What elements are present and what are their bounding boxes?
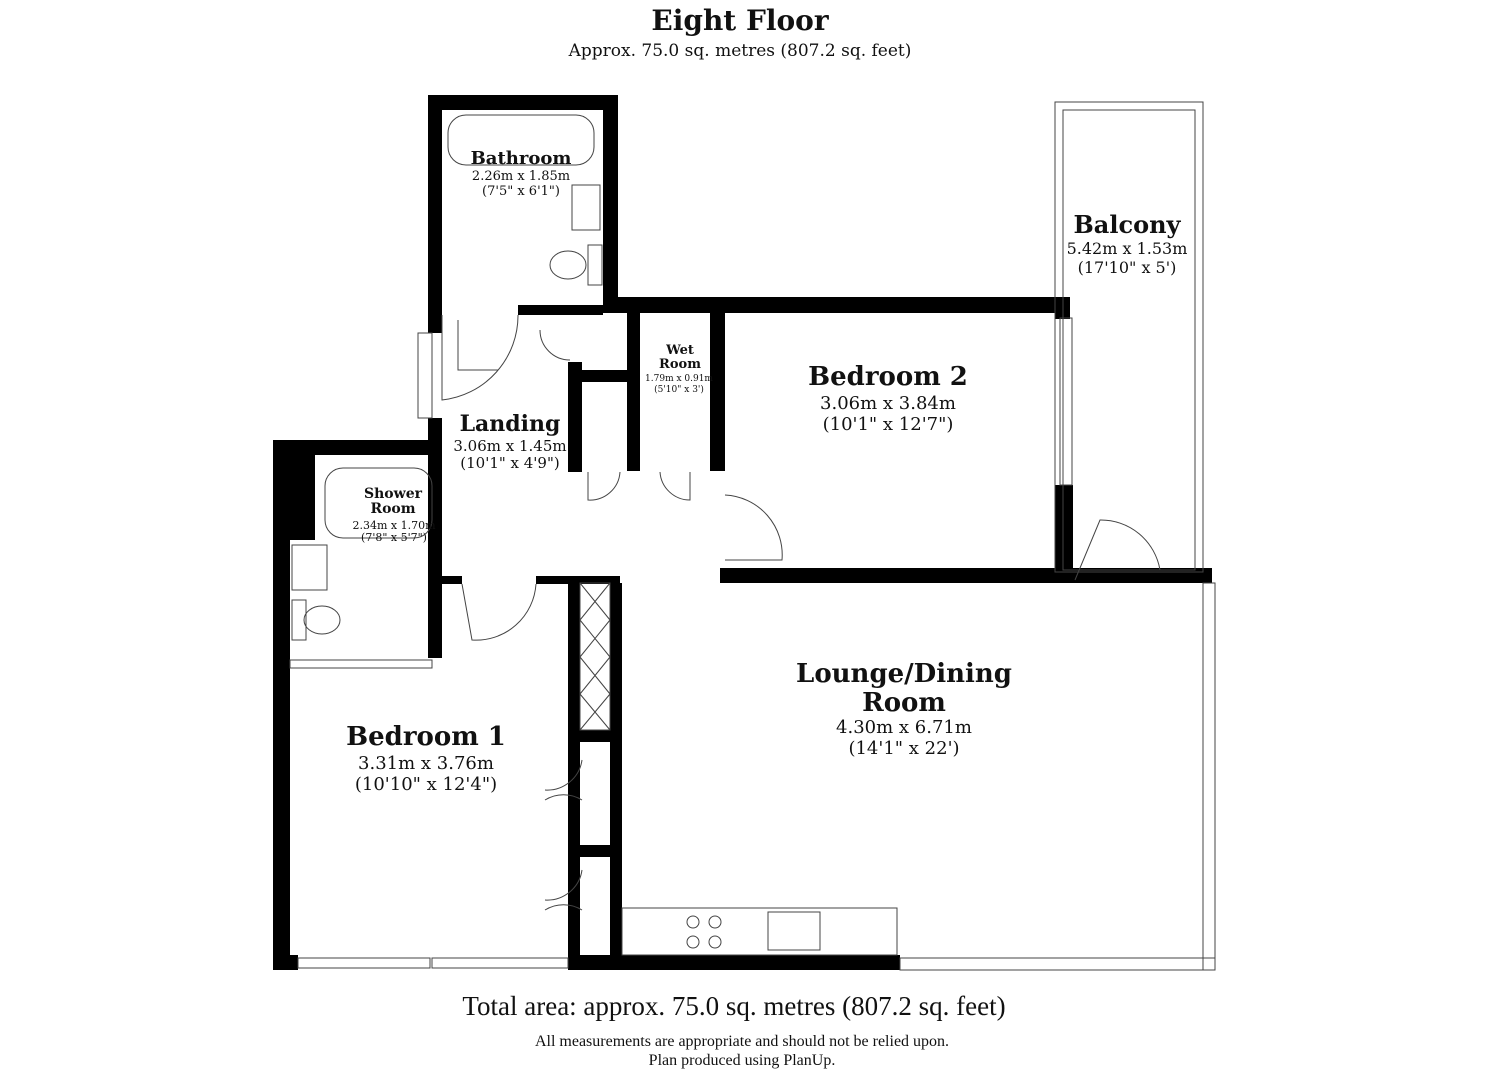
walls: [273, 95, 1212, 970]
page-title: Eight Floor: [651, 4, 829, 37]
fixtures: [289, 101, 1216, 971]
page-subtitle: Approx. 75.0 sq. metres (807.2 sq. feet): [568, 41, 912, 61]
credit: Plan produced using PlanUp.: [648, 1052, 836, 1069]
total-area: Total area: approx. 75.0 sq. metres (807…: [462, 991, 1006, 1021]
disclaimer: All measurements are appropriate and sho…: [534, 1033, 950, 1050]
